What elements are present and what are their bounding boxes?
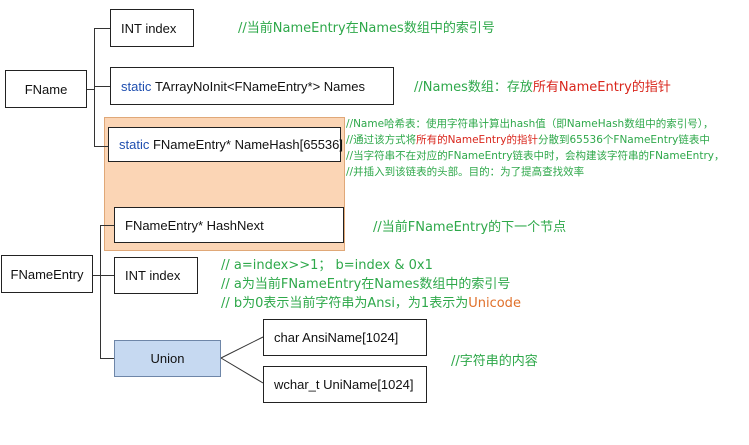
entry-index-comment: // a=index>>1； b=index & 0x1 // a为当前FNam… bbox=[221, 256, 521, 313]
fname-namehash-field: static FNameEntry* NameHash[65536] bbox=[108, 127, 343, 162]
fnameentry-hashnext-field: FNameEntry* HashNext bbox=[114, 207, 344, 243]
hashnext-comment-text: //当前FNameEntry的下一个节点 bbox=[373, 220, 567, 235]
names-keyword: static bbox=[121, 78, 152, 94]
namehash-comment-line2-prefix: //通过该方式将 bbox=[346, 134, 417, 146]
connector-line bbox=[86, 89, 95, 90]
connector-line bbox=[94, 146, 110, 147]
connector-line bbox=[100, 275, 114, 276]
union-label: Union bbox=[150, 351, 185, 366]
uniname-field: wchar_t UniName[1024] bbox=[263, 366, 427, 403]
connector-line bbox=[100, 225, 114, 226]
connector-line bbox=[94, 28, 95, 147]
connector-line bbox=[94, 28, 110, 29]
hashnext-text: FNameEntry* HashNext bbox=[125, 217, 264, 233]
connector-line bbox=[100, 358, 114, 359]
namehash-declaration: FNameEntry* NameHash[65536] bbox=[152, 137, 343, 152]
hashnext-comment: //当前FNameEntry的下一个节点 bbox=[373, 216, 566, 235]
entry-index-comment-line1: // a=index>>1； b=index & 0x1 bbox=[221, 258, 433, 273]
entry-index-text: INT index bbox=[125, 268, 181, 283]
entry-index-comment-line3-highlight: Unicode bbox=[468, 296, 521, 311]
ansiname-field: char AnsiName[1024] bbox=[263, 319, 427, 356]
entry-index-comment-line3: // b为0表示当前字符串为Ansi，为1表示为Unicode bbox=[221, 294, 521, 313]
fname-node: FName bbox=[5, 70, 87, 108]
namehash-comment-line1: //Name哈希表：使用字符串计算出hash值（即NameHash数组中的索引号… bbox=[346, 118, 714, 130]
union-comment: //字符串的内容 bbox=[451, 350, 538, 369]
namehash-comment-line2: //通过该方式将所有的NameEntry的指针分散到65536个FNameEnt… bbox=[346, 132, 724, 148]
fname-index-text: INT index bbox=[121, 20, 177, 36]
uniname-text: wchar_t UniName[1024] bbox=[274, 377, 414, 392]
namehash-comment-line3: //当字符串不在对应的FNameEntry链表中时，会构建该字符串的FNameE… bbox=[346, 150, 725, 162]
names-comment-highlight: 所有NameEntry的指针 bbox=[532, 80, 671, 95]
namehash-comment-line4: //并插入到该链表的头部。目的：为了提高查找效率 bbox=[346, 166, 585, 178]
entry-index-comment-line2: // a为当前FNameEntry在Names数组中的索引号 bbox=[221, 277, 511, 292]
names-comment: //Names数组：存放所有NameEntry的指针 bbox=[414, 76, 671, 95]
fname-index-field: INT index bbox=[110, 9, 194, 47]
union-comment-text: //字符串的内容 bbox=[451, 354, 538, 369]
union-node: Union bbox=[114, 340, 221, 377]
fname-names-field: static TArrayNoInit<FNameEntry*> Names bbox=[110, 67, 394, 105]
connector-line bbox=[100, 225, 101, 359]
names-declaration: TArrayNoInit<FNameEntry*> Names bbox=[154, 78, 365, 94]
fnameentry-node: FNameEntry bbox=[1, 255, 93, 293]
index-comment: //当前NameEntry在Names数组中的索引号 bbox=[238, 17, 495, 36]
namehash-comment-line2-suffix: 分散到65536个FNameEntry链表中 bbox=[538, 134, 710, 146]
fname-label: FName bbox=[24, 81, 68, 97]
namehash-comment: //Name哈希表：使用字符串计算出hash值（即NameHash数组中的索引号… bbox=[346, 116, 724, 180]
ansiname-text: char AnsiName[1024] bbox=[274, 330, 399, 345]
fnameentry-index-field: INT index bbox=[114, 257, 198, 294]
connector-line bbox=[92, 275, 101, 276]
namehash-keyword: static bbox=[119, 137, 150, 152]
names-comment-prefix: //Names数组：存放 bbox=[414, 80, 533, 95]
entry-index-comment-line3-prefix: // b为0表示当前字符串为Ansi，为1表示为 bbox=[221, 296, 469, 311]
fnameentry-label: FNameEntry bbox=[10, 266, 84, 282]
index-comment-text: //当前NameEntry在Names数组中的索引号 bbox=[238, 21, 495, 36]
namehash-comment-line2-highlight: 所有的NameEntry的指针 bbox=[416, 134, 538, 146]
connector-line bbox=[94, 86, 110, 87]
